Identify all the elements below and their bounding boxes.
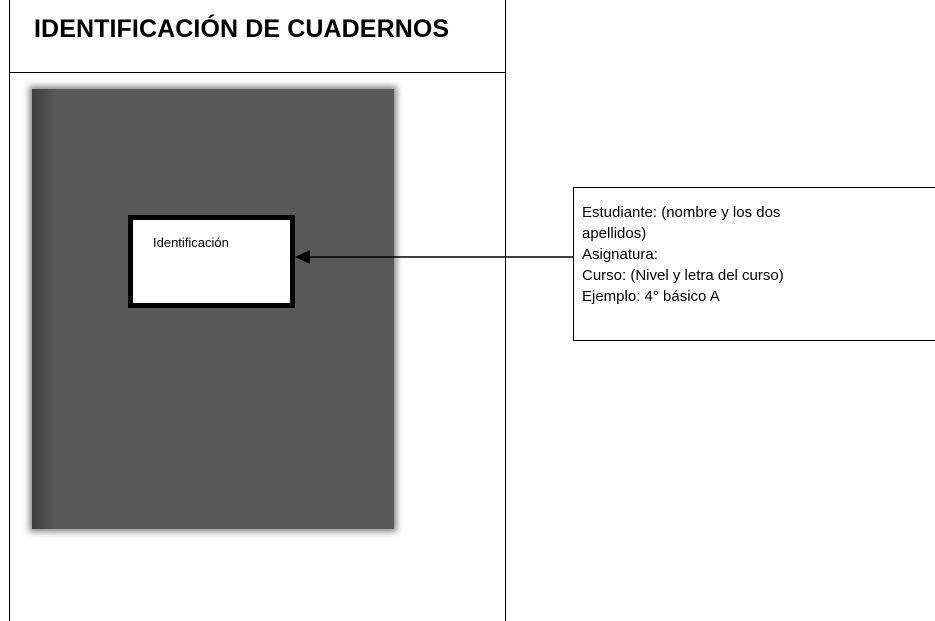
notebook-cover <box>32 89 394 529</box>
info-line-subject: Asignatura: <box>582 246 658 263</box>
info-line-surnames: apellidos) <box>582 225 647 242</box>
identification-label-box: Identificación <box>128 215 295 308</box>
identification-label: Identificación <box>153 235 229 250</box>
info-line-course: Curso: (Nivel y letra del curso) <box>582 267 784 284</box>
notebook-spine <box>32 89 56 529</box>
title-cell: IDENTIFICACIÓN DE CUADERNOS <box>10 0 505 73</box>
info-line-student: Estudiante: (nombre y los dos <box>582 204 781 221</box>
info-callout-box: Estudiante: (nombre y los dos apellidos)… <box>573 187 935 341</box>
page-frame: IDENTIFICACIÓN DE CUADERNOS <box>9 0 506 621</box>
info-callout-text: Estudiante: (nombre y los dos apellidos)… <box>582 202 872 307</box>
info-line-example: Ejemplo: 4° básico A <box>582 288 720 305</box>
page-title: IDENTIFICACIÓN DE CUADERNOS <box>34 15 450 43</box>
